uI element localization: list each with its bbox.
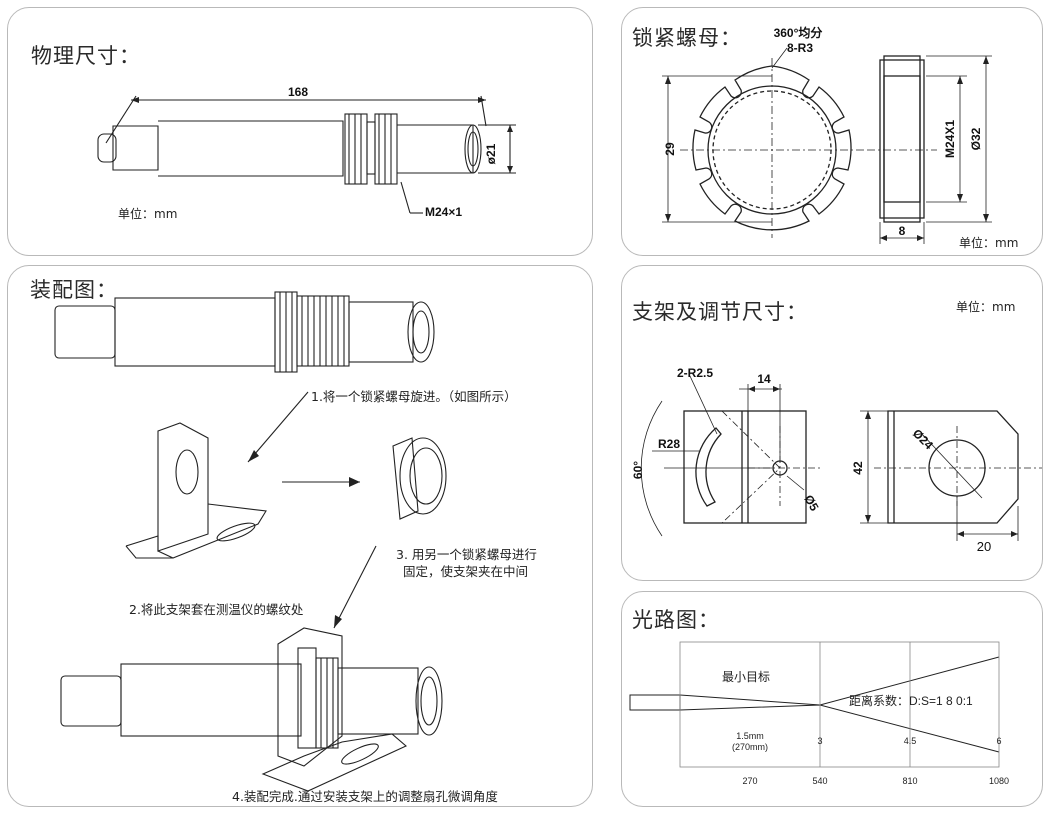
nut-thread-label: M24X1 [943, 120, 957, 158]
spot-size-label: 3 [817, 736, 822, 746]
assembly-drawing [54, 291, 447, 792]
nut-angle-label: 360°均分 [774, 25, 823, 40]
step2-text: 2.将此支架套在测温仪的螺纹处 [129, 602, 304, 617]
distance-tick-label: 810 [902, 776, 917, 786]
optics-title: 光路图： [632, 608, 720, 632]
nut-unit: 单位：mm [959, 236, 1019, 250]
angle-label: 60° [631, 461, 645, 479]
spot-min-dist-label: (270mm) [732, 742, 768, 752]
optics-diagram: 270 540 3 810 4.5 1080 6 最小目标 距离系数：D:S=1 8 0:1… [629, 641, 1009, 786]
bracket-title: 支架及调节尺寸： [632, 300, 808, 324]
diameter-label: ø21 [484, 143, 498, 164]
radius-label: R28 [658, 437, 680, 451]
distance-tick-label: 540 [812, 776, 827, 786]
hole-small-label: Ø5 [801, 493, 821, 514]
nut-notch-label: 8-R3 [787, 41, 813, 55]
assembly-title: 装配图： [30, 278, 118, 302]
step3-line1: 3. 用另一个锁紧螺母进行 [396, 547, 537, 562]
spot-label: 最小目标 [722, 670, 770, 684]
bracket-drawing: 2-R2.5 14 R28 60° Ø5 42 Ø24 20 [631, 366, 1042, 554]
hole-big-label: Ø24 [910, 426, 936, 452]
distance-tick-label: 270 [742, 776, 757, 786]
top-width-label: 14 [757, 372, 771, 386]
nut-height-label: 29 [663, 142, 677, 156]
dimensions-title: 物理尺寸： [31, 44, 141, 68]
step3-line2: 固定，使支架夹在中间 [403, 564, 529, 579]
thread-label: M24×1 [425, 205, 462, 219]
nut-width-label: 8 [899, 224, 906, 238]
assembly-panel: 装配图： [7, 265, 593, 807]
optics-panel: 光路图： 270 540 3 810 4.5 1080 6 最小目标 距离系数：D:S=1 … [621, 591, 1043, 807]
sensor-dimension-drawing: 168 ø21 M24×1 [97, 85, 516, 219]
length-label: 168 [288, 85, 308, 99]
distance-tick-label: 1080 [989, 776, 1009, 786]
bracket-unit: 单位：mm [956, 300, 1016, 314]
distance-ticks: 270 540 3 810 4.5 1080 6 [742, 736, 1009, 786]
bracket-panel: 支架及调节尺寸： 单位：mm [621, 265, 1043, 581]
nut-outer-label: Ø32 [969, 127, 983, 150]
offset-label: 20 [977, 539, 991, 554]
nut-panel: 锁紧螺母： [621, 7, 1043, 256]
spot-size-label: 4.5 [904, 736, 917, 746]
dimensions-panel: 物理尺寸： [7, 7, 593, 256]
spot-min-label: 1.5mm [736, 731, 764, 741]
spot-size-label: 6 [996, 736, 1001, 746]
height-label: 42 [851, 461, 865, 475]
dimensions-unit: 单位：mm [118, 207, 178, 221]
step4-text: 4.装配完成.通过安装支架上的调整扇孔微调角度 [232, 789, 498, 804]
slot-label: 2-R2.5 [677, 366, 713, 380]
nut-drawing: 360°均分 8-R3 29 M24X1 Ø32 8 [662, 25, 992, 244]
ratio-label: 距离系数：D:S=1 8 0:1 [849, 693, 973, 708]
step1-text: 1.将一个锁紧螺母旋进。（如图所示） [311, 389, 517, 404]
nut-title: 锁紧螺母： [632, 26, 742, 50]
